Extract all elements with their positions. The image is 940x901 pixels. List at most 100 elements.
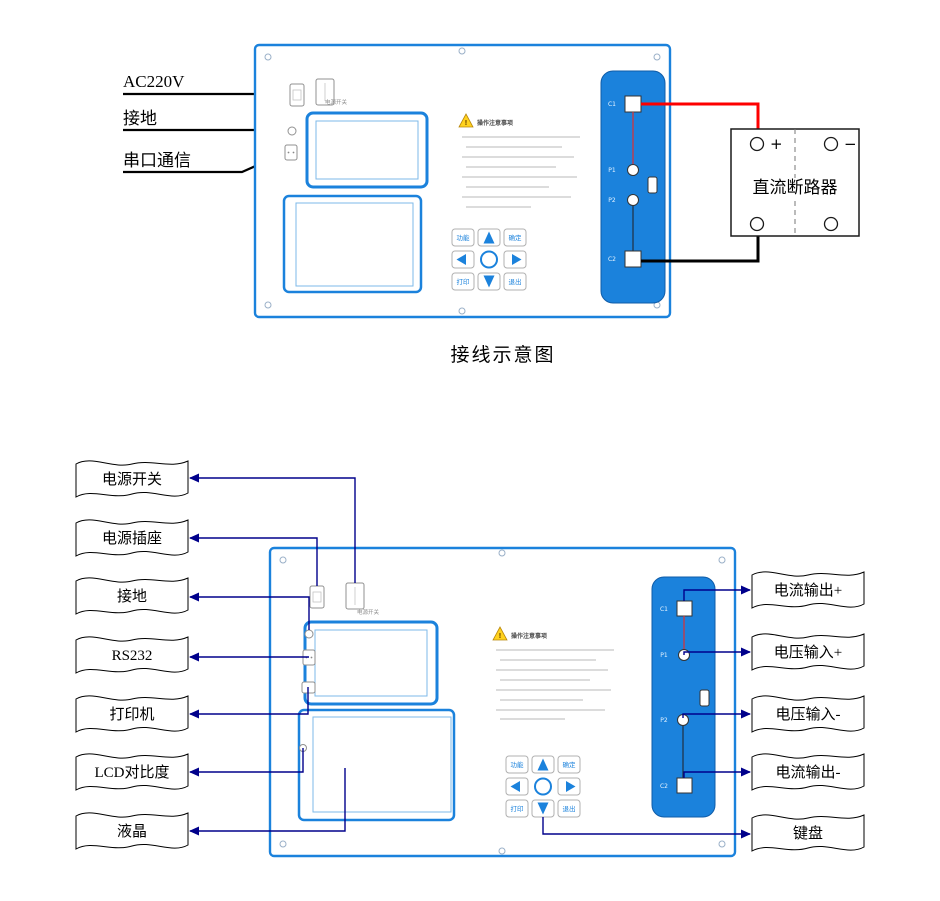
fn-button	[505, 755, 529, 774]
fuse-holder	[647, 176, 658, 194]
left-flags: 电源开关 电源插座 接地 RS232 打印机 LCD对比度	[75, 460, 189, 850]
print-button	[505, 799, 529, 818]
connector-voltage-input-plus	[683, 647, 751, 657]
flag-current-output-plus: 电流输出+	[751, 571, 865, 609]
flag-power-switch: 电源开关	[75, 460, 189, 498]
fn-button-label: 功能	[511, 760, 525, 769]
flag-label: 电流输出-	[776, 764, 841, 781]
connector-current-output-plus	[683, 585, 751, 601]
display-screen-2	[295, 202, 414, 287]
flag-label: LCD对比度	[94, 764, 169, 781]
flag-label: 液晶	[117, 823, 147, 840]
flag-current-output-minus: 电流输出-	[751, 753, 865, 791]
print-button-label: 打印	[511, 804, 524, 813]
warning-block: ! 操作注意事项	[492, 626, 614, 720]
power-socket	[289, 83, 305, 107]
power-socket	[309, 585, 325, 609]
terminal-p1-label: P1	[608, 167, 616, 174]
warning-mark: !	[498, 632, 501, 640]
serial-pin	[310, 656, 313, 659]
right-flags: 电流输出+ 电压输入+ 电压输入- 电流输出- 键盘	[751, 571, 865, 852]
serial-pin	[292, 151, 295, 154]
callout-connectors	[189, 473, 751, 839]
serial-pin	[287, 151, 290, 154]
power-socket-inset	[312, 591, 322, 603]
terminal-p2	[627, 194, 639, 206]
terminal-c2	[676, 777, 693, 794]
device-panel-bottom: 电源开关 ! 操作注意事项	[268, 546, 737, 858]
exit-button-label: 退出	[563, 804, 576, 813]
terminal-c2	[624, 250, 642, 268]
connector-ground	[189, 592, 310, 630]
fn-button	[451, 228, 475, 247]
breaker-name: 直流断路器	[753, 178, 838, 197]
label-serial: 串口通信	[123, 151, 191, 170]
warning-title: 操作注意事项	[511, 632, 547, 640]
exit-button	[557, 799, 581, 818]
warning-triangle-icon	[492, 626, 508, 641]
power-switch-caption: 电源开关	[325, 98, 348, 106]
warning-text-lines	[462, 136, 580, 208]
terminal-p1-label: P1	[660, 652, 668, 659]
connector-power-switch	[189, 473, 356, 583]
flag-label: 电压输入+	[774, 644, 842, 661]
fn-button-label: 功能	[457, 233, 471, 242]
terminal-panel-body	[600, 70, 666, 304]
left-arrow-icon	[510, 781, 520, 792]
breaker-terminal-plus-icon	[749, 136, 765, 152]
flag-printer: 打印机	[75, 695, 189, 733]
warning-block: ! 操作注意事项	[458, 113, 580, 208]
ok-button	[557, 755, 581, 774]
warning-mark: !	[464, 119, 467, 127]
up-arrow-icon	[537, 758, 549, 771]
bottom-callout-diagram: 电源开关 ! 操作注意事项	[75, 460, 865, 858]
connector-voltage-input-minus	[682, 709, 751, 719]
warning-text-lines	[496, 649, 614, 720]
ground-terminal-icon	[304, 629, 314, 639]
terminal-p2-label: P2	[660, 717, 668, 724]
connector-lcd	[189, 768, 346, 836]
power-switch-caption: 电源开关	[357, 608, 380, 616]
flag-voltage-input-plus: 电压输入+	[751, 633, 865, 671]
flag-power-socket: 电源插座	[75, 519, 189, 557]
terminal-panel: C1 P1 P2 C2	[651, 576, 716, 818]
diagram-caption: 接线示意图	[450, 344, 555, 366]
flag-lcd: 液晶	[75, 812, 189, 850]
flag-lcd-contrast: LCD对比度	[75, 753, 189, 791]
top-wiring-diagram: AC220V 接地 串口通信 电源开关	[123, 43, 860, 366]
exit-button	[503, 272, 527, 291]
ground-terminal-icon	[287, 126, 297, 136]
terminal-p2-label: P2	[608, 197, 616, 204]
label-ground: 接地	[123, 109, 157, 128]
terminal-p1	[627, 164, 639, 176]
warning-title: 操作注意事项	[477, 119, 513, 127]
panel-screws	[264, 47, 661, 315]
terminal-c1-label: C1	[608, 101, 616, 108]
right-arrow-icon	[512, 254, 522, 265]
breaker-name-bg	[739, 178, 852, 197]
wire-black-c2-to-breaker	[641, 232, 760, 263]
keypad: 功能 确定 打印 退出	[505, 755, 581, 818]
display-screen-1	[315, 120, 419, 180]
flag-keyboard: 键盘	[751, 814, 865, 852]
connector-lcd-contrast	[189, 748, 304, 777]
terminal-c1	[676, 600, 693, 617]
dc-breaker: + − 直流断路器	[730, 128, 860, 237]
terminal-panel: C1 P1 P2 C2	[600, 70, 666, 304]
fuse-holder	[699, 689, 710, 707]
ok-button-label: 确定	[563, 760, 577, 769]
breaker-terminal-bottom-right-icon	[823, 216, 839, 232]
flag-label: RS232	[112, 648, 153, 664]
display-screen-2	[312, 716, 452, 813]
minus-sign: −	[844, 135, 857, 153]
print-button	[451, 272, 475, 291]
center-knob	[480, 250, 498, 269]
terminal-panel-body	[651, 576, 716, 818]
warning-triangle-icon	[458, 113, 474, 128]
center-knob	[534, 777, 552, 796]
flag-voltage-input-minus: 电压输入-	[751, 695, 865, 733]
down-arrow-icon	[537, 802, 549, 815]
label-ac220v: AC220V	[123, 72, 185, 91]
